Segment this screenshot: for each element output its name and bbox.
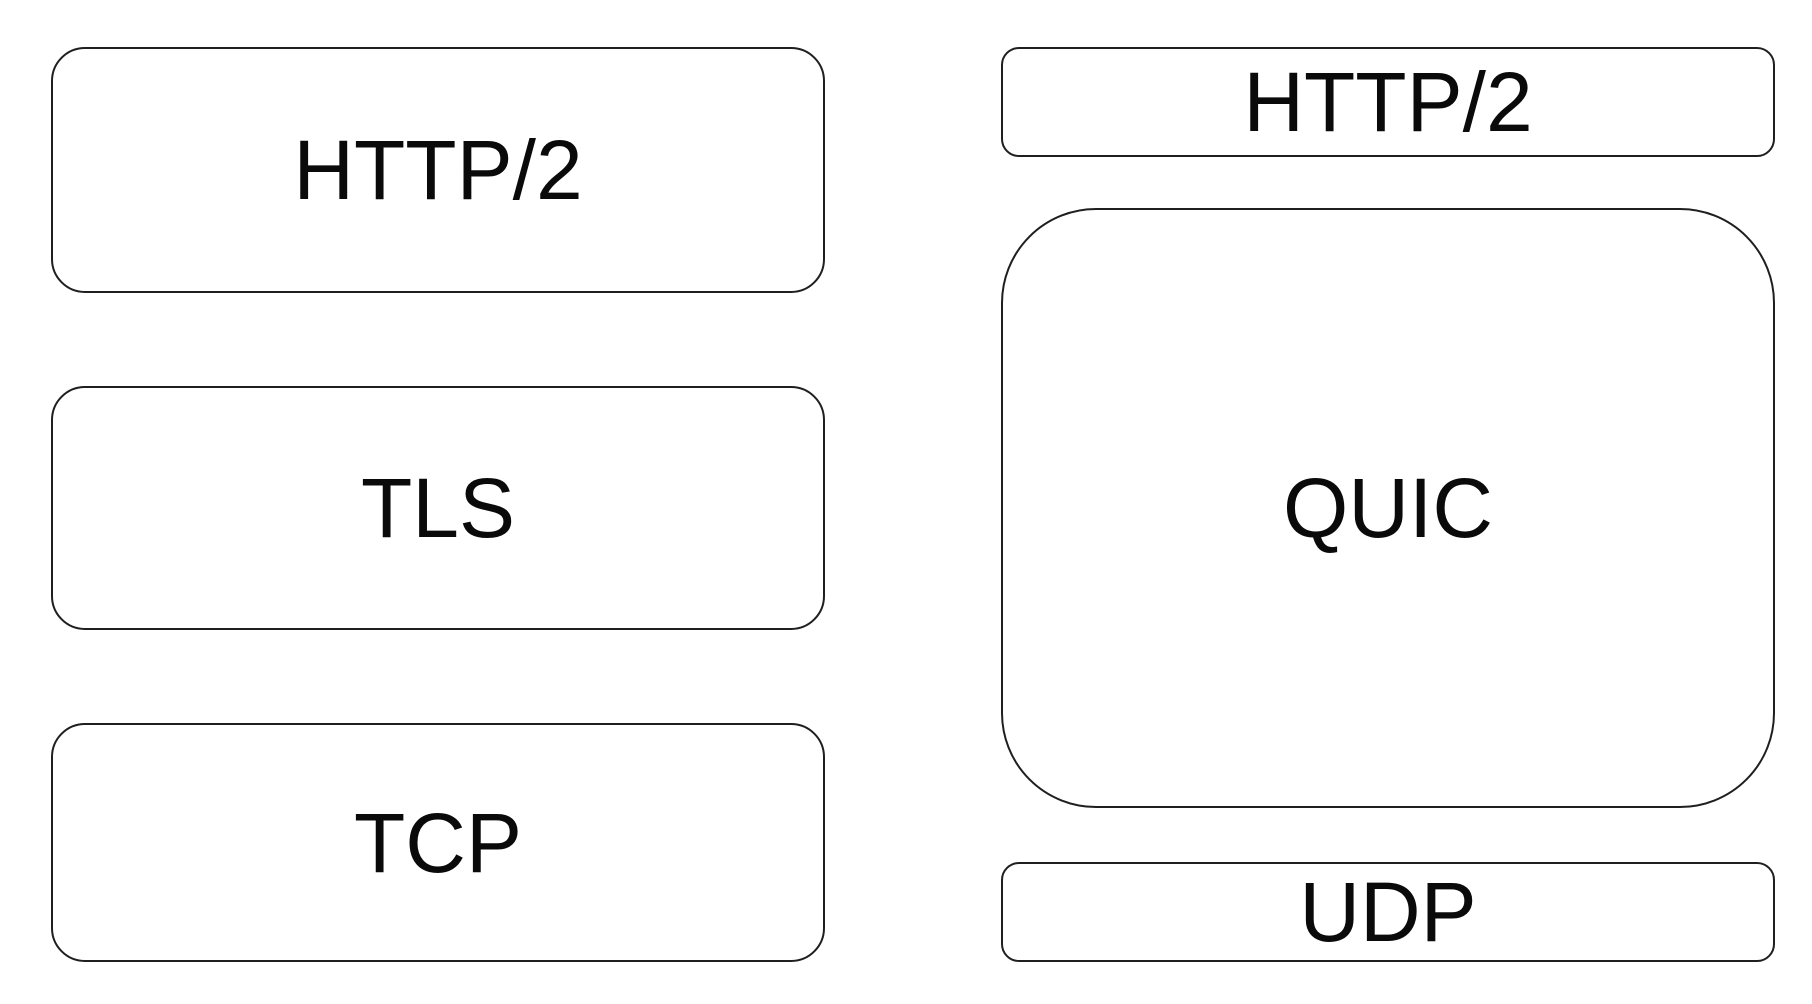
tcp-stack-layer-tcp: TCP	[51, 723, 825, 962]
layer-label-tls: TLS	[360, 461, 516, 555]
layer-label-tcp: TCP	[354, 795, 522, 890]
quic-stack-layer-udp: UDP	[1001, 862, 1775, 962]
tcp-stack-layer-http2: HTTP/2	[51, 47, 825, 293]
layer-label-quic: QUIC	[1283, 461, 1493, 555]
layer-label-http2: HTTP/2	[293, 123, 583, 217]
layer-label-http2: HTTP/2	[1243, 55, 1533, 149]
quic-stack-layer-quic: QUIC	[1001, 208, 1775, 808]
quic-stack-layer-http2: HTTP/2	[1001, 47, 1775, 157]
layer-label-udp: UDP	[1299, 865, 1477, 959]
tcp-stack-layer-tls: TLS	[51, 386, 825, 630]
